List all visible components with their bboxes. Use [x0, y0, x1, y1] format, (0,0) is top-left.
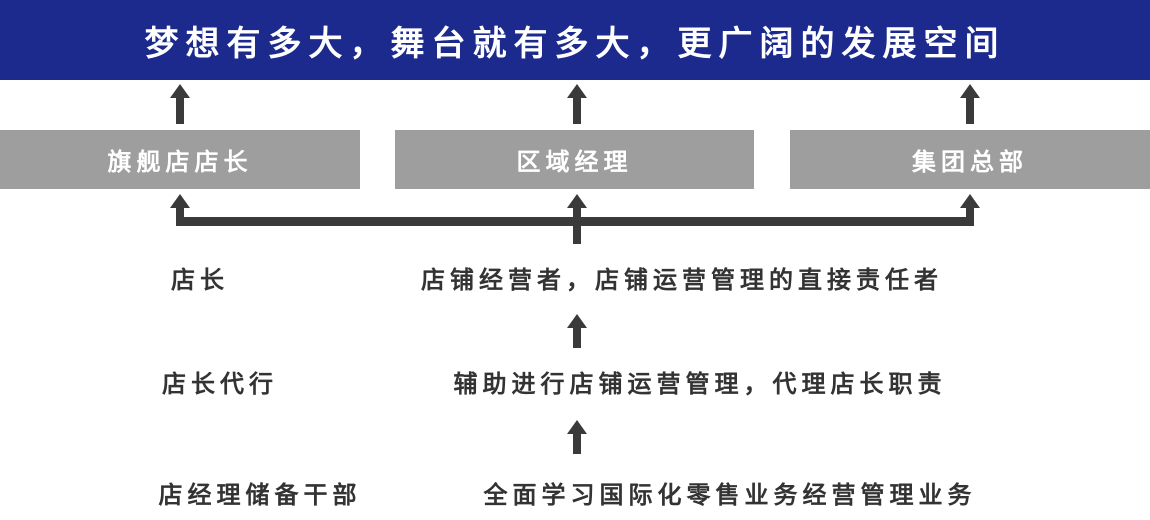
branch-center-head	[567, 194, 587, 208]
branch-right-shaft	[966, 208, 974, 226]
level-role-manager-trainee: 店经理储备干部	[158, 481, 362, 509]
arrow-head-left-up	[170, 84, 190, 98]
arrow-head-right-up	[960, 84, 980, 98]
arrow-shaft-center-up	[573, 98, 581, 124]
banner: 梦想有多大，舞台就有多大，更广阔的发展空间	[0, 0, 1150, 80]
branch-left-shaft	[176, 208, 184, 226]
arrow-head-center-up	[567, 84, 587, 98]
level-description-manager-trainee: 全面学习国际化零售业务经营管理业务	[483, 481, 977, 509]
level-description-acting-store-manager: 辅助进行店铺运营管理，代理店长职责	[453, 370, 947, 398]
arrow-shaft-right-up	[966, 98, 974, 124]
banner-title: 梦想有多大，舞台就有多大，更广阔的发展空间	[144, 23, 1006, 64]
branch-center-shaft	[573, 208, 581, 244]
branch-right-head	[960, 194, 980, 208]
branch-left-head	[170, 194, 190, 208]
role-label: 集团总部	[912, 148, 1028, 176]
arrow-shaft-left-up	[176, 98, 184, 124]
role-box-flagship-store-manager: 旗舰店店长	[0, 130, 360, 189]
arrow-head-mid-2	[567, 420, 587, 434]
role-box-group-headquarters: 集团总部	[790, 130, 1150, 189]
level-role-store-manager: 店长	[171, 266, 229, 294]
arrow-head-mid-1	[567, 314, 587, 328]
level-role-acting-store-manager: 店长代行	[162, 370, 278, 398]
arrow-shaft-mid-2	[573, 434, 581, 454]
level-description-store-manager: 店铺经营者，店铺运营管理的直接责任者	[421, 266, 943, 294]
arrow-shaft-mid-1	[573, 328, 581, 348]
role-label: 旗舰店店长	[107, 148, 253, 176]
role-box-regional-manager: 区域经理	[395, 130, 754, 189]
role-label: 区域经理	[516, 148, 633, 176]
